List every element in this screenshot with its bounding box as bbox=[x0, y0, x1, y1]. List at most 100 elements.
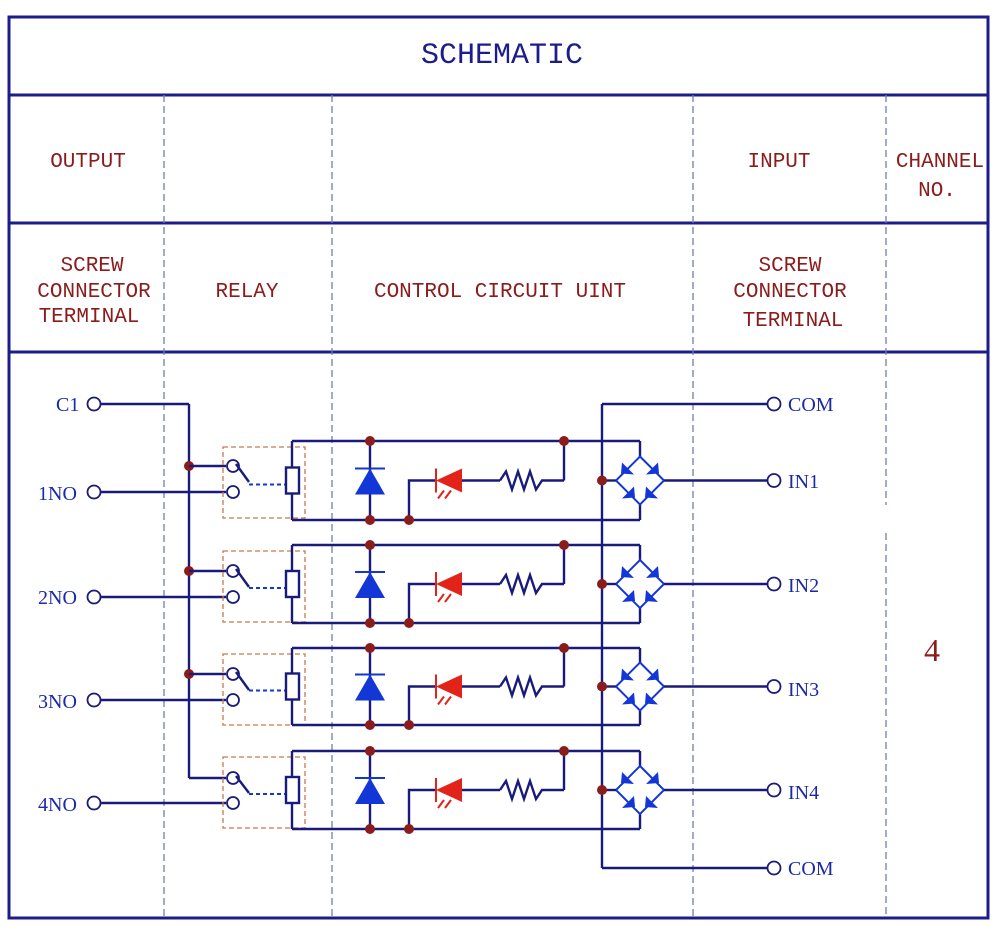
no4-terminal-circle bbox=[86, 795, 102, 811]
input-header: INPUT bbox=[747, 151, 810, 174]
led-ray bbox=[444, 593, 452, 603]
bridge-diode bbox=[621, 668, 634, 681]
left-terminal-header-line2: CONNECTOR bbox=[37, 281, 151, 304]
in2-terminal-circle bbox=[766, 576, 782, 592]
page-title: SCHEMATIC bbox=[421, 39, 583, 73]
relay-contact bbox=[226, 590, 240, 604]
bridge-diode bbox=[622, 486, 635, 499]
bridge-diode bbox=[645, 692, 658, 705]
led-wire bbox=[407, 479, 435, 520]
flyback-diode bbox=[355, 674, 385, 701]
junction-dot bbox=[365, 824, 375, 834]
in3-terminal-circle bbox=[766, 679, 782, 694]
bridge-diode bbox=[622, 692, 635, 705]
no1-terminal-circle bbox=[86, 484, 102, 500]
relay-contact bbox=[226, 459, 240, 473]
led-ray bbox=[444, 695, 452, 706]
led-ray bbox=[437, 799, 445, 809]
terminal-2no: 2NO bbox=[38, 587, 77, 609]
circuit-group bbox=[86, 396, 782, 876]
flyback-diode bbox=[355, 572, 385, 598]
junction-dot bbox=[559, 436, 569, 446]
junction-dot bbox=[404, 824, 414, 834]
junction-dot bbox=[597, 681, 607, 692]
no2-terminal-circle bbox=[86, 589, 102, 605]
junction-dot bbox=[365, 515, 375, 525]
c1-terminal-circle bbox=[86, 396, 102, 412]
relay-contact bbox=[226, 693, 240, 707]
relay-box bbox=[222, 756, 306, 829]
resistor bbox=[499, 777, 564, 803]
led-wire bbox=[407, 788, 435, 829]
junction-dot bbox=[365, 746, 375, 756]
resistor bbox=[499, 571, 564, 597]
resistor bbox=[499, 467, 564, 494]
bridge-diode bbox=[621, 462, 634, 475]
terminal-in3: IN3 bbox=[788, 679, 819, 701]
left-terminal-header-line1: SCREW bbox=[60, 255, 123, 278]
channel-header-line1: CHANNEL bbox=[896, 151, 984, 174]
relay-box bbox=[222, 653, 306, 726]
relay-contact bbox=[226, 485, 240, 499]
right-terminal-header-line1: SCREW bbox=[758, 255, 821, 278]
bridge-diode bbox=[622, 590, 635, 602]
relay-contact bbox=[226, 564, 240, 578]
relay-box bbox=[222, 446, 306, 519]
junction-dot bbox=[597, 475, 607, 486]
relay-coil bbox=[284, 672, 301, 701]
junction-dot bbox=[559, 540, 569, 550]
terminal-in4: IN4 bbox=[788, 782, 819, 804]
status-led bbox=[436, 572, 462, 596]
led-ray bbox=[444, 489, 452, 500]
terminal-com-bottom: COM bbox=[788, 858, 834, 880]
relay-contact bbox=[226, 796, 240, 810]
status-led bbox=[436, 674, 462, 699]
junction-dot bbox=[365, 618, 375, 628]
terminal-4no: 4NO bbox=[38, 794, 77, 816]
junction-dot bbox=[365, 540, 375, 550]
bridge-diode bbox=[646, 772, 659, 784]
in4-terminal-circle bbox=[766, 782, 782, 798]
relay-switch-arm bbox=[235, 671, 250, 691]
junction-dot bbox=[597, 785, 607, 795]
led-wire bbox=[407, 582, 435, 623]
relay-coil bbox=[284, 775, 301, 805]
junction-dot bbox=[559, 746, 569, 756]
relay-header: RELAY bbox=[215, 281, 278, 304]
bridge-diode bbox=[645, 796, 658, 808]
led-ray bbox=[444, 799, 452, 809]
com-bottom-terminal-circle bbox=[766, 860, 782, 876]
terminal-com-top: COM bbox=[788, 394, 834, 416]
terminal-1no: 1NO bbox=[38, 483, 77, 505]
right-terminal-header-line2: CONNECTOR bbox=[733, 281, 847, 304]
in1-terminal-circle bbox=[766, 473, 782, 488]
terminal-c1: C1 bbox=[56, 394, 79, 416]
relay-box bbox=[222, 550, 306, 623]
junction-dot bbox=[559, 643, 569, 653]
bridge-diode bbox=[621, 772, 634, 784]
led-ray bbox=[437, 695, 445, 706]
led-ray bbox=[437, 593, 445, 603]
bridge-diode bbox=[621, 566, 634, 578]
relay-switch-arm bbox=[235, 463, 250, 483]
right-terminal-header-line3: TERMINAL bbox=[743, 310, 844, 333]
channel-count: 4 bbox=[924, 632, 940, 668]
relay-contact bbox=[226, 667, 240, 681]
bridge-diode bbox=[646, 566, 659, 578]
flyback-diode bbox=[355, 778, 385, 804]
junction-dot bbox=[404, 515, 414, 525]
output-header: OUTPUT bbox=[50, 151, 126, 174]
terminal-in2: IN2 bbox=[788, 575, 819, 597]
flyback-diode bbox=[355, 468, 385, 495]
junction-dot bbox=[597, 579, 607, 589]
relay-switch-arm bbox=[235, 775, 250, 794]
control-circuit-header: CONTROL CIRCUIT UINT bbox=[374, 281, 626, 304]
status-led bbox=[436, 778, 462, 802]
relay-coil bbox=[284, 466, 301, 495]
junction-dot bbox=[404, 720, 414, 730]
resistor bbox=[499, 673, 564, 700]
no3-terminal-circle bbox=[86, 692, 102, 708]
terminal-in1: IN1 bbox=[788, 471, 819, 493]
junction-dot bbox=[404, 618, 414, 628]
